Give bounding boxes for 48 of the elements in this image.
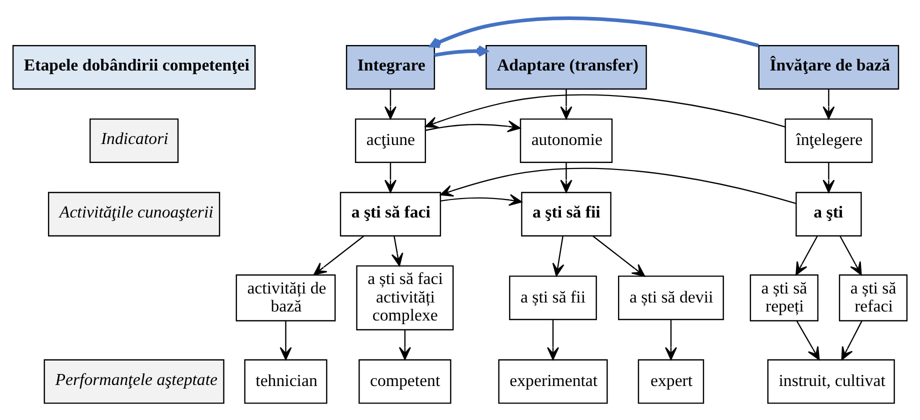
arrow xyxy=(384,162,396,192)
arrow xyxy=(560,162,572,192)
node-box: instruit, cultivat xyxy=(767,358,895,404)
arrow xyxy=(552,235,564,276)
node-box: tehnician xyxy=(244,358,328,404)
arrow xyxy=(384,88,396,119)
arrow xyxy=(430,16,760,48)
arrow xyxy=(839,235,862,275)
arrow xyxy=(560,88,572,119)
node-box: a şti să faci xyxy=(340,191,442,236)
arrow xyxy=(434,44,488,56)
node-box: Performanţele aşteptate xyxy=(44,358,224,404)
arrow xyxy=(425,120,521,132)
node-box: a ști să fii xyxy=(509,275,597,320)
arrow xyxy=(424,94,786,128)
node-box: a ști să devii xyxy=(618,275,724,320)
arrow xyxy=(391,235,404,266)
arrow xyxy=(280,320,292,360)
node-box: experimentat xyxy=(498,358,608,404)
node-box: Integrare xyxy=(346,44,436,90)
node-box: activități de bază xyxy=(236,274,336,321)
arrow xyxy=(440,194,522,206)
node-box: Învăţare de bază xyxy=(758,44,900,90)
node-box: Indicatori xyxy=(90,118,179,163)
arrow xyxy=(313,234,364,275)
node-box: autonomie xyxy=(520,118,613,163)
node-box: a ști să refaci xyxy=(838,274,908,321)
node-box: a şti să fii xyxy=(521,191,612,236)
arrow xyxy=(796,235,818,275)
arrow xyxy=(841,320,862,360)
arrow xyxy=(822,88,835,119)
arrow xyxy=(664,319,677,360)
node-box: Adaptare (transfer) xyxy=(486,44,647,90)
node-box: expert xyxy=(638,358,704,404)
node-box: a şti xyxy=(796,191,862,236)
arrow xyxy=(592,234,646,276)
arrow xyxy=(546,319,560,360)
arrow xyxy=(398,329,411,360)
node-box: acţiune xyxy=(354,118,426,163)
node-box: înţelegere xyxy=(784,118,873,163)
node-box: competent xyxy=(358,358,452,404)
node-box: a ști să faci activități complexe xyxy=(356,264,454,330)
node-box: Etapele dobândirii competenţei xyxy=(12,44,256,90)
arrow xyxy=(796,320,820,360)
node-box: a ști să repeți xyxy=(750,274,818,321)
arrow xyxy=(440,167,796,204)
arrow xyxy=(822,162,835,192)
node-box: Activităţile cunoaşterii xyxy=(48,191,220,236)
